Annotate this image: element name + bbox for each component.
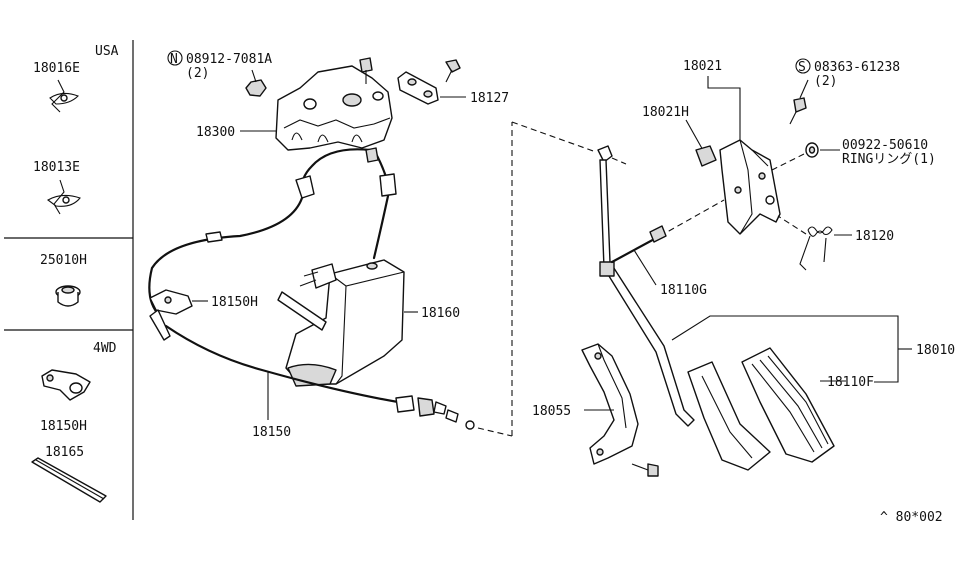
label-18021h: 18021H — [642, 105, 689, 120]
label-18127: 18127 — [470, 91, 509, 106]
label-ring-desc: RINGリング(1) — [842, 152, 936, 167]
label-18150h: 18150H — [211, 295, 258, 310]
pedal-pad-drawing — [687, 361, 771, 471]
pedal-lever-drawing — [597, 145, 695, 427]
clip-18013e-drawing — [47, 179, 81, 215]
label-18010: 18010 — [916, 343, 955, 358]
left-panel-frame — [4, 40, 134, 520]
ring-drawing — [771, 142, 840, 171]
label-18055: 18055 — [532, 404, 571, 419]
label-ring-code: 00922-50610 — [842, 138, 928, 153]
label-screw-s-code: 08363-61238 — [814, 60, 900, 75]
pedal-cover-18110f-drawing — [741, 347, 835, 463]
label-18110f: 18110F — [827, 375, 874, 390]
screw-s-symbol-letter: S — [798, 60, 806, 75]
nut-drawing — [245, 69, 267, 97]
label-18021: 18021 — [683, 59, 722, 74]
label-25010h: 25010H — [40, 253, 87, 268]
label-18120: 18120 — [855, 229, 894, 244]
label-bolt-n-qty: (2) — [186, 66, 209, 81]
pivot-bracket-18021-drawing — [719, 139, 781, 235]
rod-18110g-drawing — [610, 199, 725, 264]
bracket-18150h-drawing — [149, 289, 193, 341]
clip-18016e-drawing — [49, 79, 79, 113]
label-18110g: 18110G — [660, 283, 707, 298]
label-18016e: 18016E — [33, 61, 80, 76]
label-18150h-4wd: 18150H — [40, 419, 87, 434]
screw-drawing — [789, 79, 809, 125]
stopper-bracket-18055-drawing — [581, 343, 639, 465]
bolt-n-symbol: N — [167, 50, 183, 67]
label-bolt-n-code: 08912-7081A — [186, 52, 272, 67]
usa-label: USA — [95, 44, 119, 59]
stopper-bolt-drawing — [631, 463, 659, 477]
label-18300: 18300 — [196, 125, 235, 140]
bracket-18150h-4wd-drawing — [41, 369, 91, 401]
label-18013e: 18013E — [33, 160, 80, 175]
label-18160: 18160 — [421, 306, 460, 321]
throttle-cables-drawing — [148, 147, 397, 318]
reference-dashes — [477, 121, 627, 437]
actuator-bracket-18300-drawing — [275, 57, 393, 151]
label-18165: 18165 — [45, 445, 84, 460]
leader-18010 — [671, 315, 912, 383]
clip-18021h-drawing — [695, 145, 717, 167]
plate-18127-drawing — [397, 59, 461, 105]
grommet-25010h-drawing — [55, 285, 81, 307]
screw-s-symbol: S — [795, 58, 811, 75]
4wd-label: 4WD — [93, 341, 117, 356]
label-screw-s-qty: (2) — [814, 74, 837, 89]
spring-18120-drawing — [777, 215, 833, 271]
actuator-18160-drawing — [277, 259, 405, 387]
bolt-n-symbol-letter: N — [170, 52, 178, 67]
cable-18150-drawing — [164, 324, 475, 430]
label-18150: 18150 — [252, 425, 291, 440]
strap-18165-drawing — [31, 457, 107, 503]
figure-reference: ^ 80*002 — [880, 510, 943, 525]
